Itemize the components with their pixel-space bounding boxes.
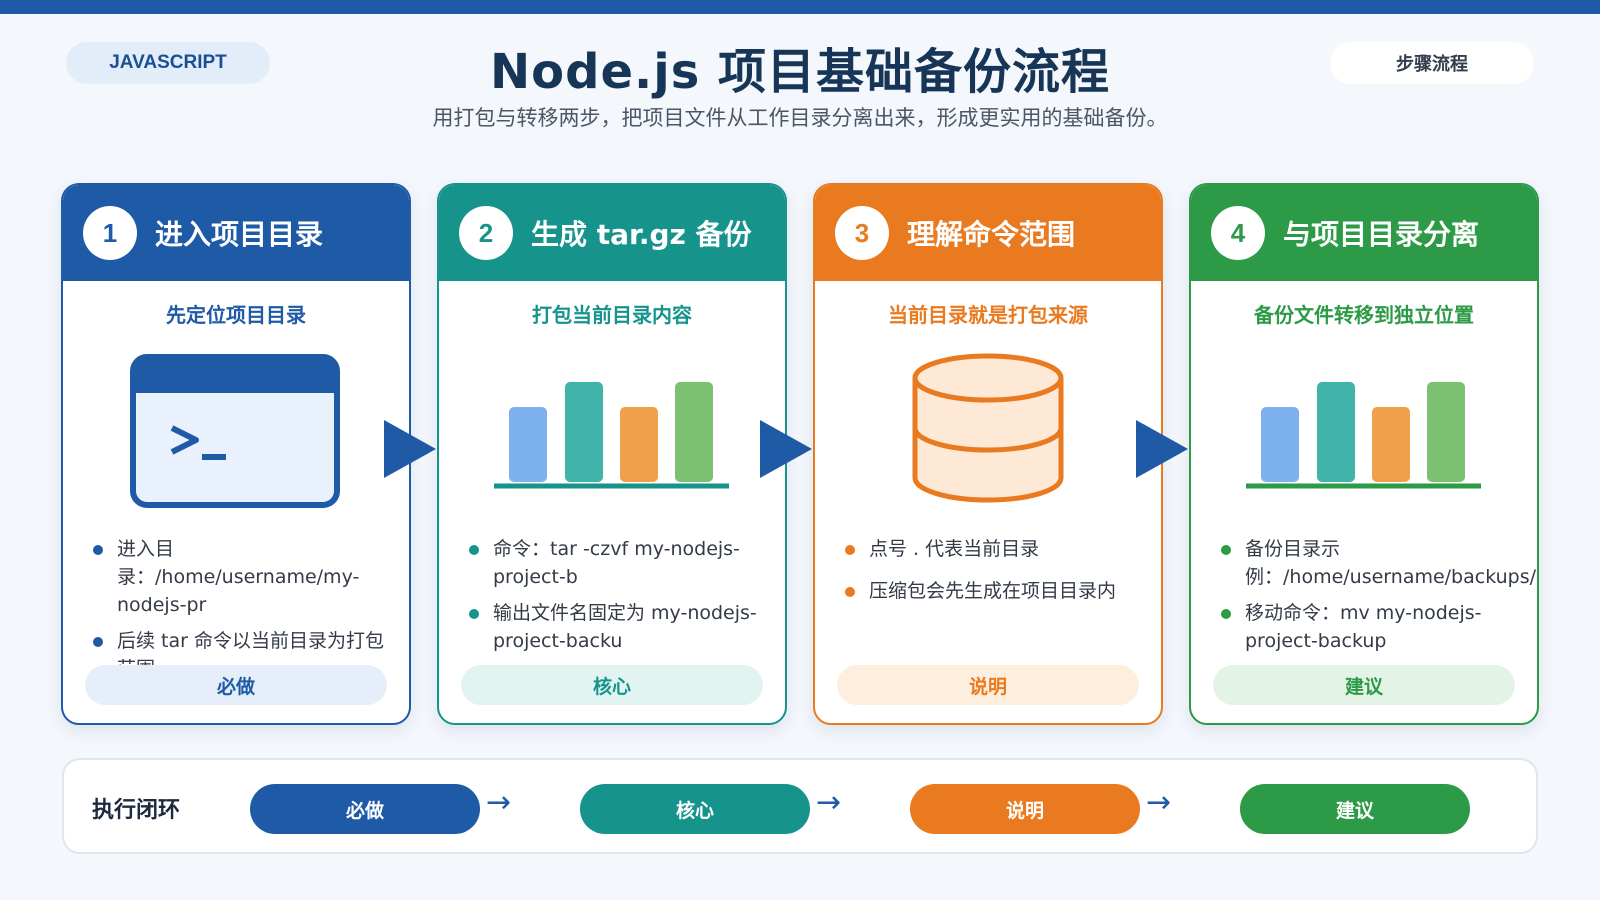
bar-chart-icon <box>1246 382 1481 489</box>
bullet-item: 移动命令：mv my-nodejs-project-backup <box>1219 599 1519 655</box>
step-title: 生成 tar.gz 备份 <box>531 218 752 251</box>
language-tag: JAVASCRIPT <box>66 42 270 84</box>
flow-arrow-icon <box>384 420 436 478</box>
page-subtitle: 用打包与转移两步，把项目文件从工作目录分离出来，形成更实用的基础备份。 <box>432 106 1168 130</box>
flow-step-4: 建议 <box>1240 784 1470 834</box>
step-tag: 核心 <box>461 665 763 705</box>
step-number: 1 <box>83 206 137 260</box>
bullet-item: 进入目录：/home/username/my-nodejs-pr <box>91 535 391 619</box>
step-title: 理解命令范围 <box>907 218 1076 251</box>
top-accent-bar <box>0 0 1600 14</box>
terminal-window-icon <box>130 354 340 508</box>
step-card-header: 4 与项目目录分离 <box>1191 185 1537 281</box>
step-subtitle: 备份文件转移到独立位置 <box>1254 303 1474 327</box>
flow-step-3: 说明 <box>910 784 1140 834</box>
step-subtitle: 先定位项目目录 <box>166 303 306 327</box>
step-card-header: 1 进入项目目录 <box>63 185 409 281</box>
arrow-right-icon: → <box>1146 785 1172 820</box>
bullet-item: 命令：tar -czvf my-nodejs-project-b <box>467 535 767 591</box>
step-subtitle: 当前目录就是打包来源 <box>888 303 1088 327</box>
arrow-right-icon: → <box>486 785 512 820</box>
bar-chart-icon <box>494 382 729 489</box>
bullet-item: 备份目录示例：/home/username/backups/ <box>1219 535 1536 591</box>
step-number: 4 <box>1211 206 1265 260</box>
step-number: 3 <box>835 206 889 260</box>
step-title: 与项目目录分离 <box>1283 218 1480 251</box>
step-bullets: 进入目录：/home/username/my-nodejs-pr 后续 tar … <box>91 535 391 691</box>
step-bullets: 命令：tar -czvf my-nodejs-project-b 输出文件名固定… <box>467 535 767 663</box>
bullet-item: 压缩包会先生成在项目目录内 <box>843 577 1143 605</box>
step-title: 进入项目目录 <box>155 218 324 251</box>
flow-arrow-icon <box>760 420 812 478</box>
step-card-2: 2 生成 tar.gz 备份 打包当前目录内容 命令：tar -czvf my-… <box>437 183 787 725</box>
step-subtitle: 打包当前目录内容 <box>532 303 692 327</box>
step-tag: 必做 <box>85 665 387 705</box>
step-number: 2 <box>459 206 513 260</box>
flow-arrow-icon <box>1136 420 1188 478</box>
execution-loop-bar: 执行闭环 必做 → 核心 → 说明 → 建议 <box>62 758 1538 854</box>
section-tag: 步骤流程 <box>1330 42 1534 84</box>
step-bullets: 点号 . 代表当前目录 压缩包会先生成在项目目录内 <box>843 535 1143 613</box>
flow-step-1: 必做 <box>250 784 480 834</box>
database-icon <box>912 353 1064 503</box>
step-card-4: 4 与项目目录分离 备份文件转移到独立位置 备份目录示例：/home/usern… <box>1189 183 1539 725</box>
bullet-item: 输出文件名固定为 my-nodejs-project-backu <box>467 599 767 655</box>
step-card-header: 3 理解命令范围 <box>815 185 1161 281</box>
step-card-header: 2 生成 tar.gz 备份 <box>439 185 785 281</box>
bullet-item: 点号 . 代表当前目录 <box>843 535 1143 563</box>
flow-label: 执行闭环 <box>92 798 181 823</box>
page-title: Node.js 项目基础备份流程 <box>489 44 1111 100</box>
step-card-1: 1 进入项目目录 先定位项目目录 进入目录：/home/username/my-… <box>61 183 411 725</box>
flow-step-2: 核心 <box>580 784 810 834</box>
arrow-right-icon: → <box>816 785 842 820</box>
step-card-3: 3 理解命令范围 当前目录就是打包来源 点号 . 代表当前目录 压缩包会先生成在… <box>813 183 1163 725</box>
step-tag: 说明 <box>837 665 1139 705</box>
step-tag: 建议 <box>1213 665 1515 705</box>
step-bullets: 备份目录示例：/home/username/backups/ 移动命令：mv m… <box>1219 535 1536 663</box>
